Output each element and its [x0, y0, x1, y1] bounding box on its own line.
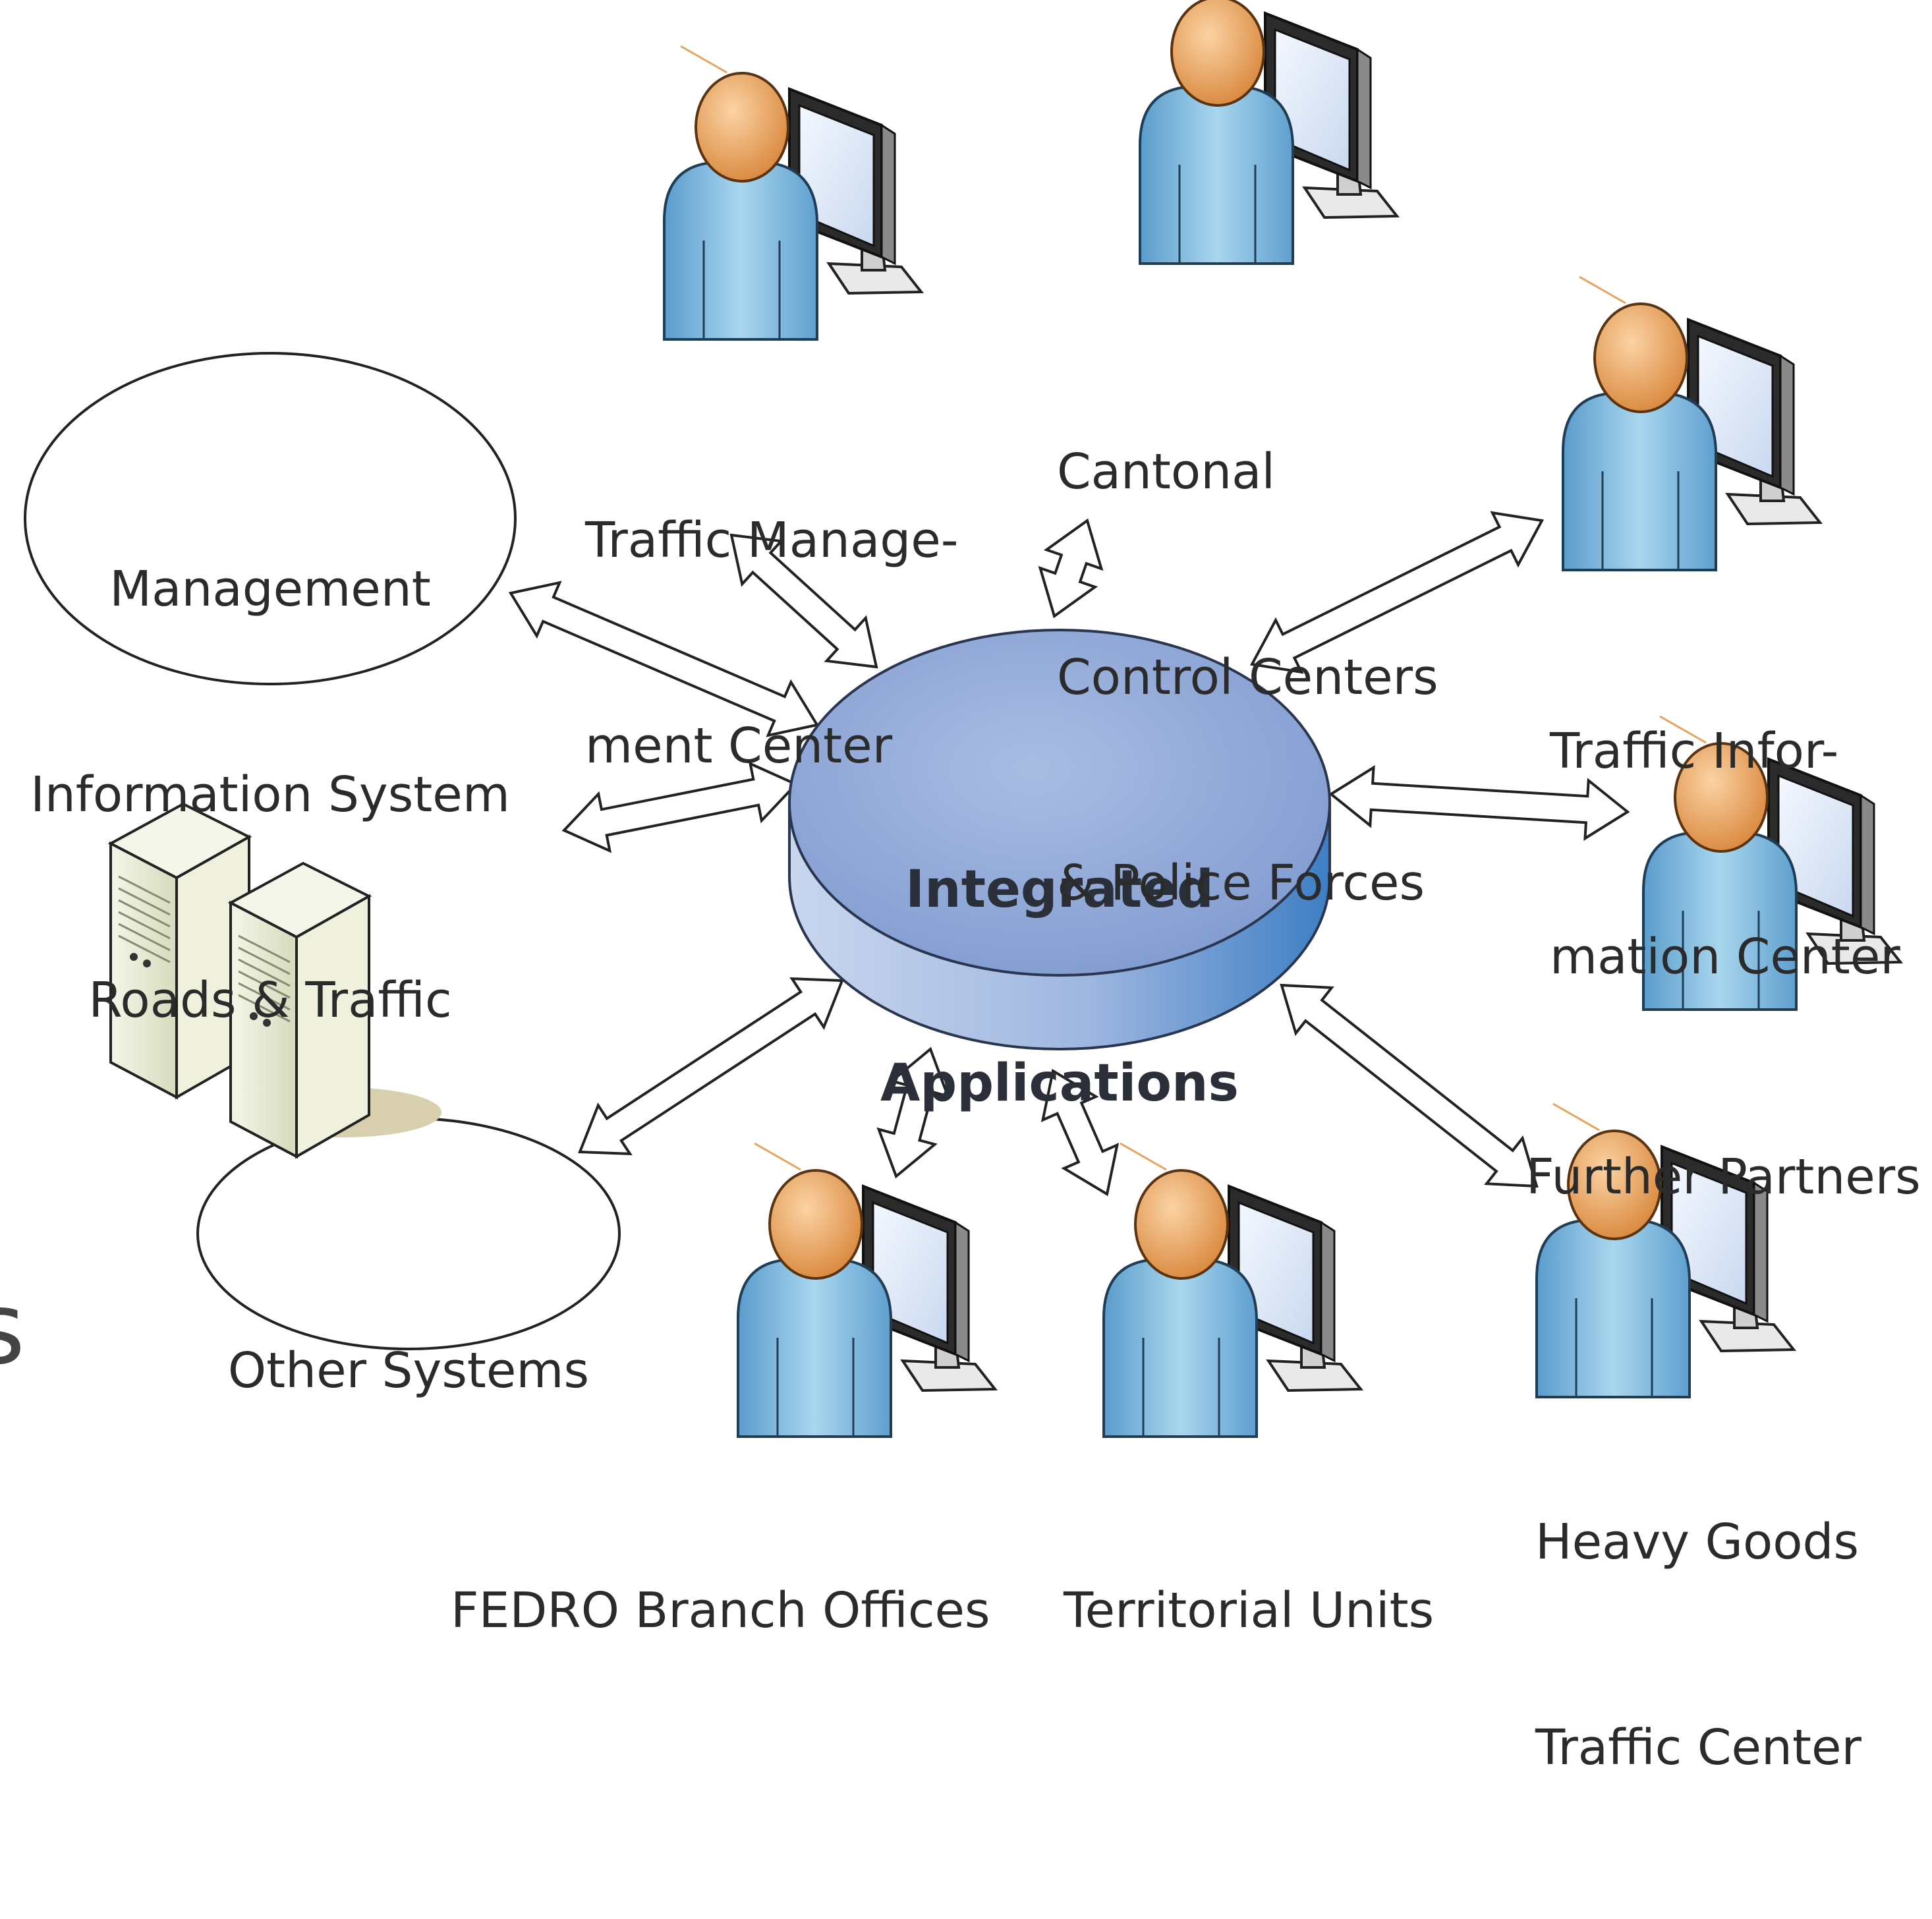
- hub-cylinder-top: [788, 629, 1331, 977]
- server-led: [143, 960, 151, 967]
- ellipse-group: [24, 352, 621, 1350]
- arrow-further-partners: [1328, 765, 1630, 841]
- monitor-side: [1860, 793, 1875, 936]
- other-systems-label: Other Systems: [227, 1342, 590, 1399]
- arrow-fedro-branch-offices: [876, 1046, 950, 1179]
- monitor-side: [954, 1220, 970, 1363]
- further-partners-label: Further Partners: [1526, 1149, 1921, 1205]
- arrow-traffic-information-center: [1249, 511, 1545, 674]
- monitor-side: [880, 123, 896, 266]
- server-vent: [118, 934, 171, 963]
- person-head: [1674, 742, 1769, 853]
- person-hair-line: [1552, 1103, 1600, 1131]
- traffic-management-center-icon: [663, 45, 924, 341]
- territorial-units-icon: [1102, 1142, 1364, 1438]
- arrow-traffic-management-center: [729, 533, 878, 669]
- person-head: [1593, 302, 1688, 413]
- arrow-cantonal-control-centers: [1038, 518, 1104, 619]
- server-vent: [118, 923, 171, 952]
- monitor-side: [1356, 47, 1372, 190]
- server-vent: [238, 994, 291, 1023]
- diagram-stage: Integrated Applications Traffic Manage- …: [0, 0, 1921, 1776]
- arrow-territorial-units: [1040, 1068, 1120, 1197]
- territorial-units-label: Territorial Units: [1064, 1582, 1435, 1639]
- server-vent: [118, 887, 171, 916]
- arrow-heavy-goods-traffic-center: [1280, 983, 1539, 1188]
- server-vent: [118, 899, 171, 928]
- heavy-goods-traffic-center-label: Heavy Goods Traffic Center: [1535, 1514, 1861, 1776]
- person-head: [1567, 1130, 1662, 1240]
- server-rack-right: [227, 861, 372, 1159]
- server-led: [250, 1012, 258, 1020]
- person-body: [1562, 392, 1717, 571]
- server-group: [107, 802, 441, 1159]
- person-hair-line: [754, 1142, 801, 1171]
- person-hair-line: [680, 45, 727, 74]
- arrow-other-systems: [578, 977, 844, 1156]
- traffic-information-center-icon: [1562, 275, 1823, 571]
- person-hair-line: [1659, 715, 1707, 744]
- traffic-management-center-label: Traffic Manage- ment Center: [585, 512, 959, 774]
- further-partners-icon: [1642, 715, 1904, 1011]
- server-vent: [118, 911, 171, 940]
- hub-label-line1: Integrated: [905, 860, 1214, 919]
- server-side: [295, 894, 370, 1159]
- arrow-group: [508, 511, 1630, 1197]
- person-body: [1139, 86, 1294, 265]
- traffic-information-center-label: Traffic Infor- mation Center: [1550, 723, 1900, 985]
- fedro-branch-offices-icon: [737, 1142, 998, 1438]
- management-information-system-label: Management Information System Roads & Tr…: [30, 561, 510, 1029]
- cantonal-control-centers-label: Cantonal Control Centers & Police Forces: [1057, 444, 1438, 911]
- server-vent: [238, 970, 291, 999]
- monitor-side: [1753, 1181, 1769, 1323]
- person-body: [663, 161, 818, 341]
- person-hair-line: [1579, 275, 1626, 304]
- monitor-side: [1779, 354, 1795, 496]
- server-vent: [238, 958, 291, 987]
- monitor-side: [1320, 1220, 1336, 1363]
- server-vent: [238, 934, 291, 963]
- heavy-goods-traffic-center-icon: [1535, 1103, 1797, 1398]
- management-information-system-ellipse: [24, 352, 517, 685]
- server-vent: [118, 875, 171, 904]
- person-head: [768, 1169, 863, 1280]
- person-head: [1170, 0, 1265, 107]
- diagram-canvas: [24, 0, 1904, 1438]
- person-head: [1134, 1169, 1229, 1280]
- cantonal-control-centers-icon: [1139, 0, 1400, 265]
- person-hair-line: [1120, 1142, 1167, 1171]
- person-body: [737, 1259, 892, 1438]
- person-body: [1102, 1259, 1258, 1438]
- hub-label: Integrated Applications: [862, 728, 1257, 1245]
- server-vent: [238, 946, 291, 975]
- server-led: [130, 953, 138, 961]
- workstation-group: [663, 0, 1904, 1438]
- server-led: [263, 1019, 271, 1027]
- cropped-left-text: s: [0, 1272, 25, 1387]
- server-vent: [238, 982, 291, 1011]
- hub-label-line2: Applications: [880, 1054, 1239, 1113]
- person-head: [695, 72, 789, 183]
- hub-cylinder: [788, 629, 1331, 1050]
